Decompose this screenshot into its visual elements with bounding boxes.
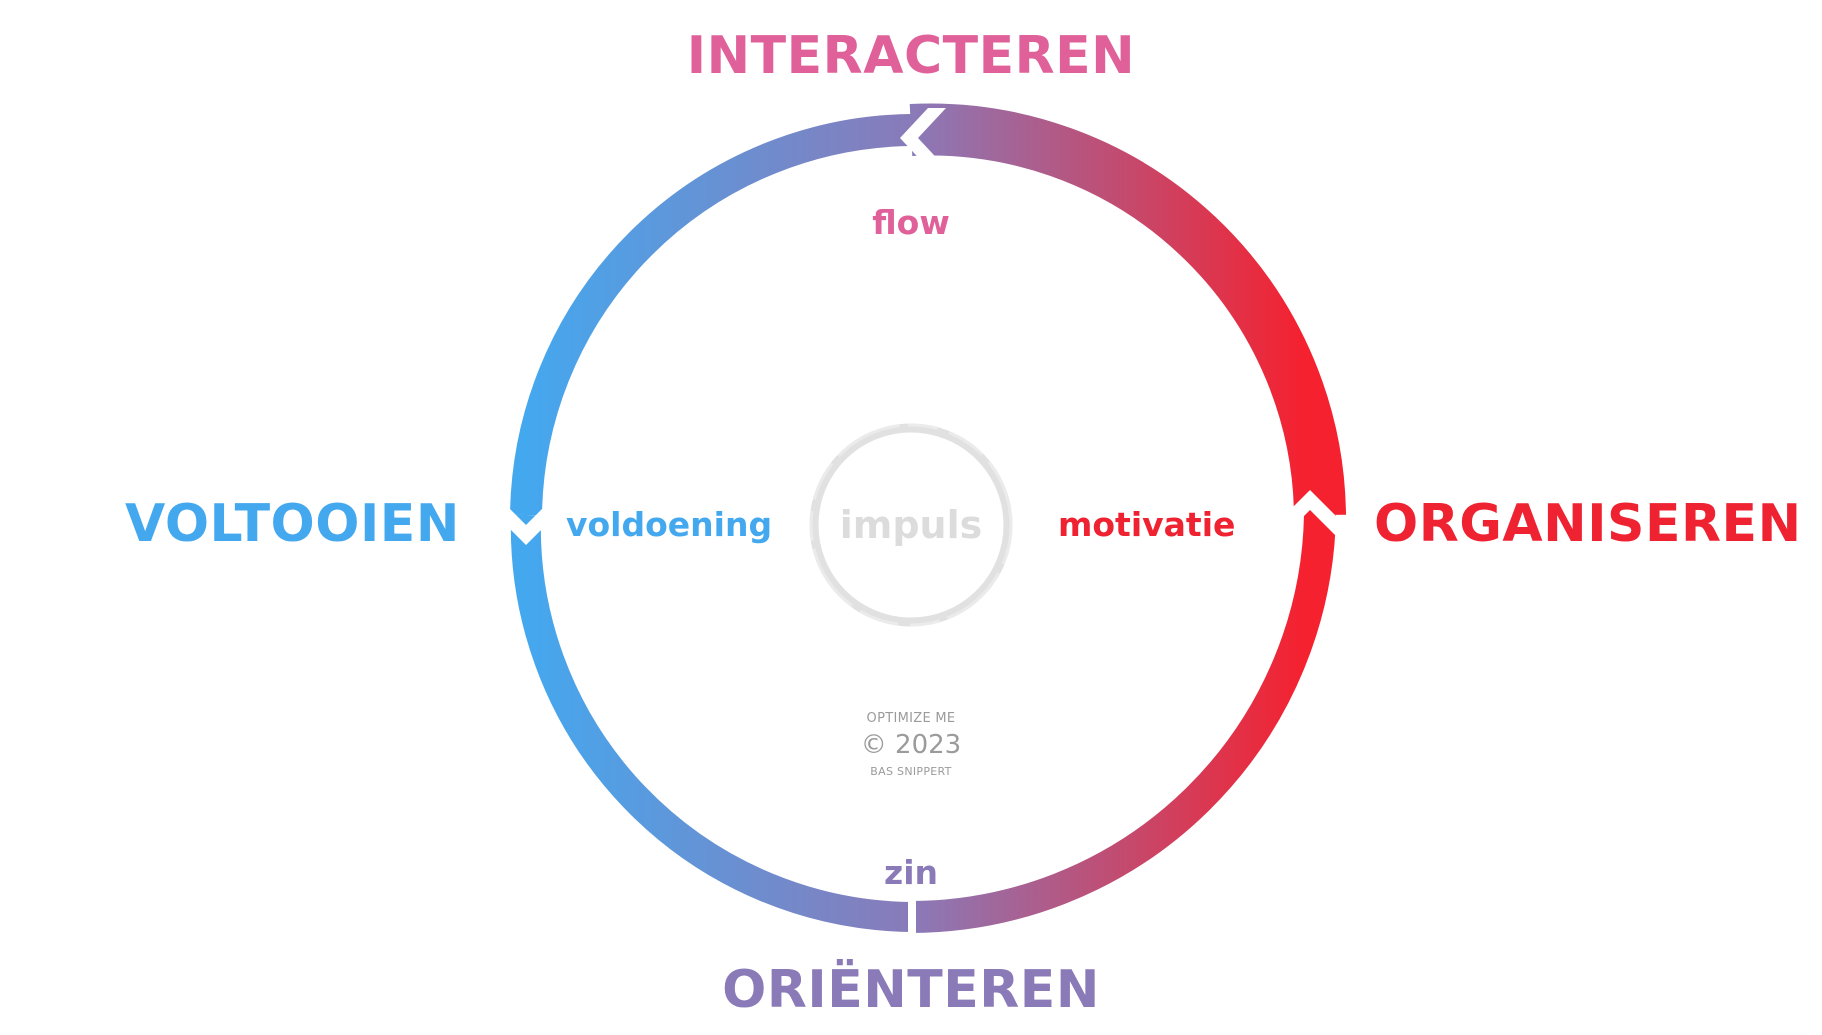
ring-segment-bottom-left <box>510 514 912 932</box>
phase-label-interacteren: INTERACTEREN <box>686 26 1136 86</box>
phase-label-voltooien: VOLTOOIEN <box>125 494 460 554</box>
chevron-arrow-icon <box>1282 490 1338 538</box>
inner-label-flow: flow <box>872 203 950 242</box>
phase-label-organiseren: ORGANISEREN <box>1374 494 1802 554</box>
center-label-impuls: impuls <box>839 503 983 547</box>
ring-segment-bottom-right <box>910 514 1336 933</box>
enso-circle-icon <box>809 423 1013 627</box>
inner-label-voldoening: voldoening <box>566 505 773 544</box>
phase-label-orienteren: ORIËNTEREN <box>722 960 1100 1020</box>
chevron-arrow-icon <box>506 505 546 545</box>
ring-gap-bottom <box>908 895 916 935</box>
credit-author: BAS SNIPPERT <box>870 765 952 778</box>
inner-label-motivatie: motivatie <box>1058 505 1236 544</box>
credit-year: © 2023 <box>860 730 962 760</box>
inner-label-zin: zin <box>883 853 939 892</box>
credit-brand: OPTIMIZE ME <box>866 711 956 726</box>
ring-segment-top-right <box>909 103 1346 516</box>
chevron-arrow-icon <box>900 108 946 168</box>
ring-segment-top-left <box>510 114 912 516</box>
